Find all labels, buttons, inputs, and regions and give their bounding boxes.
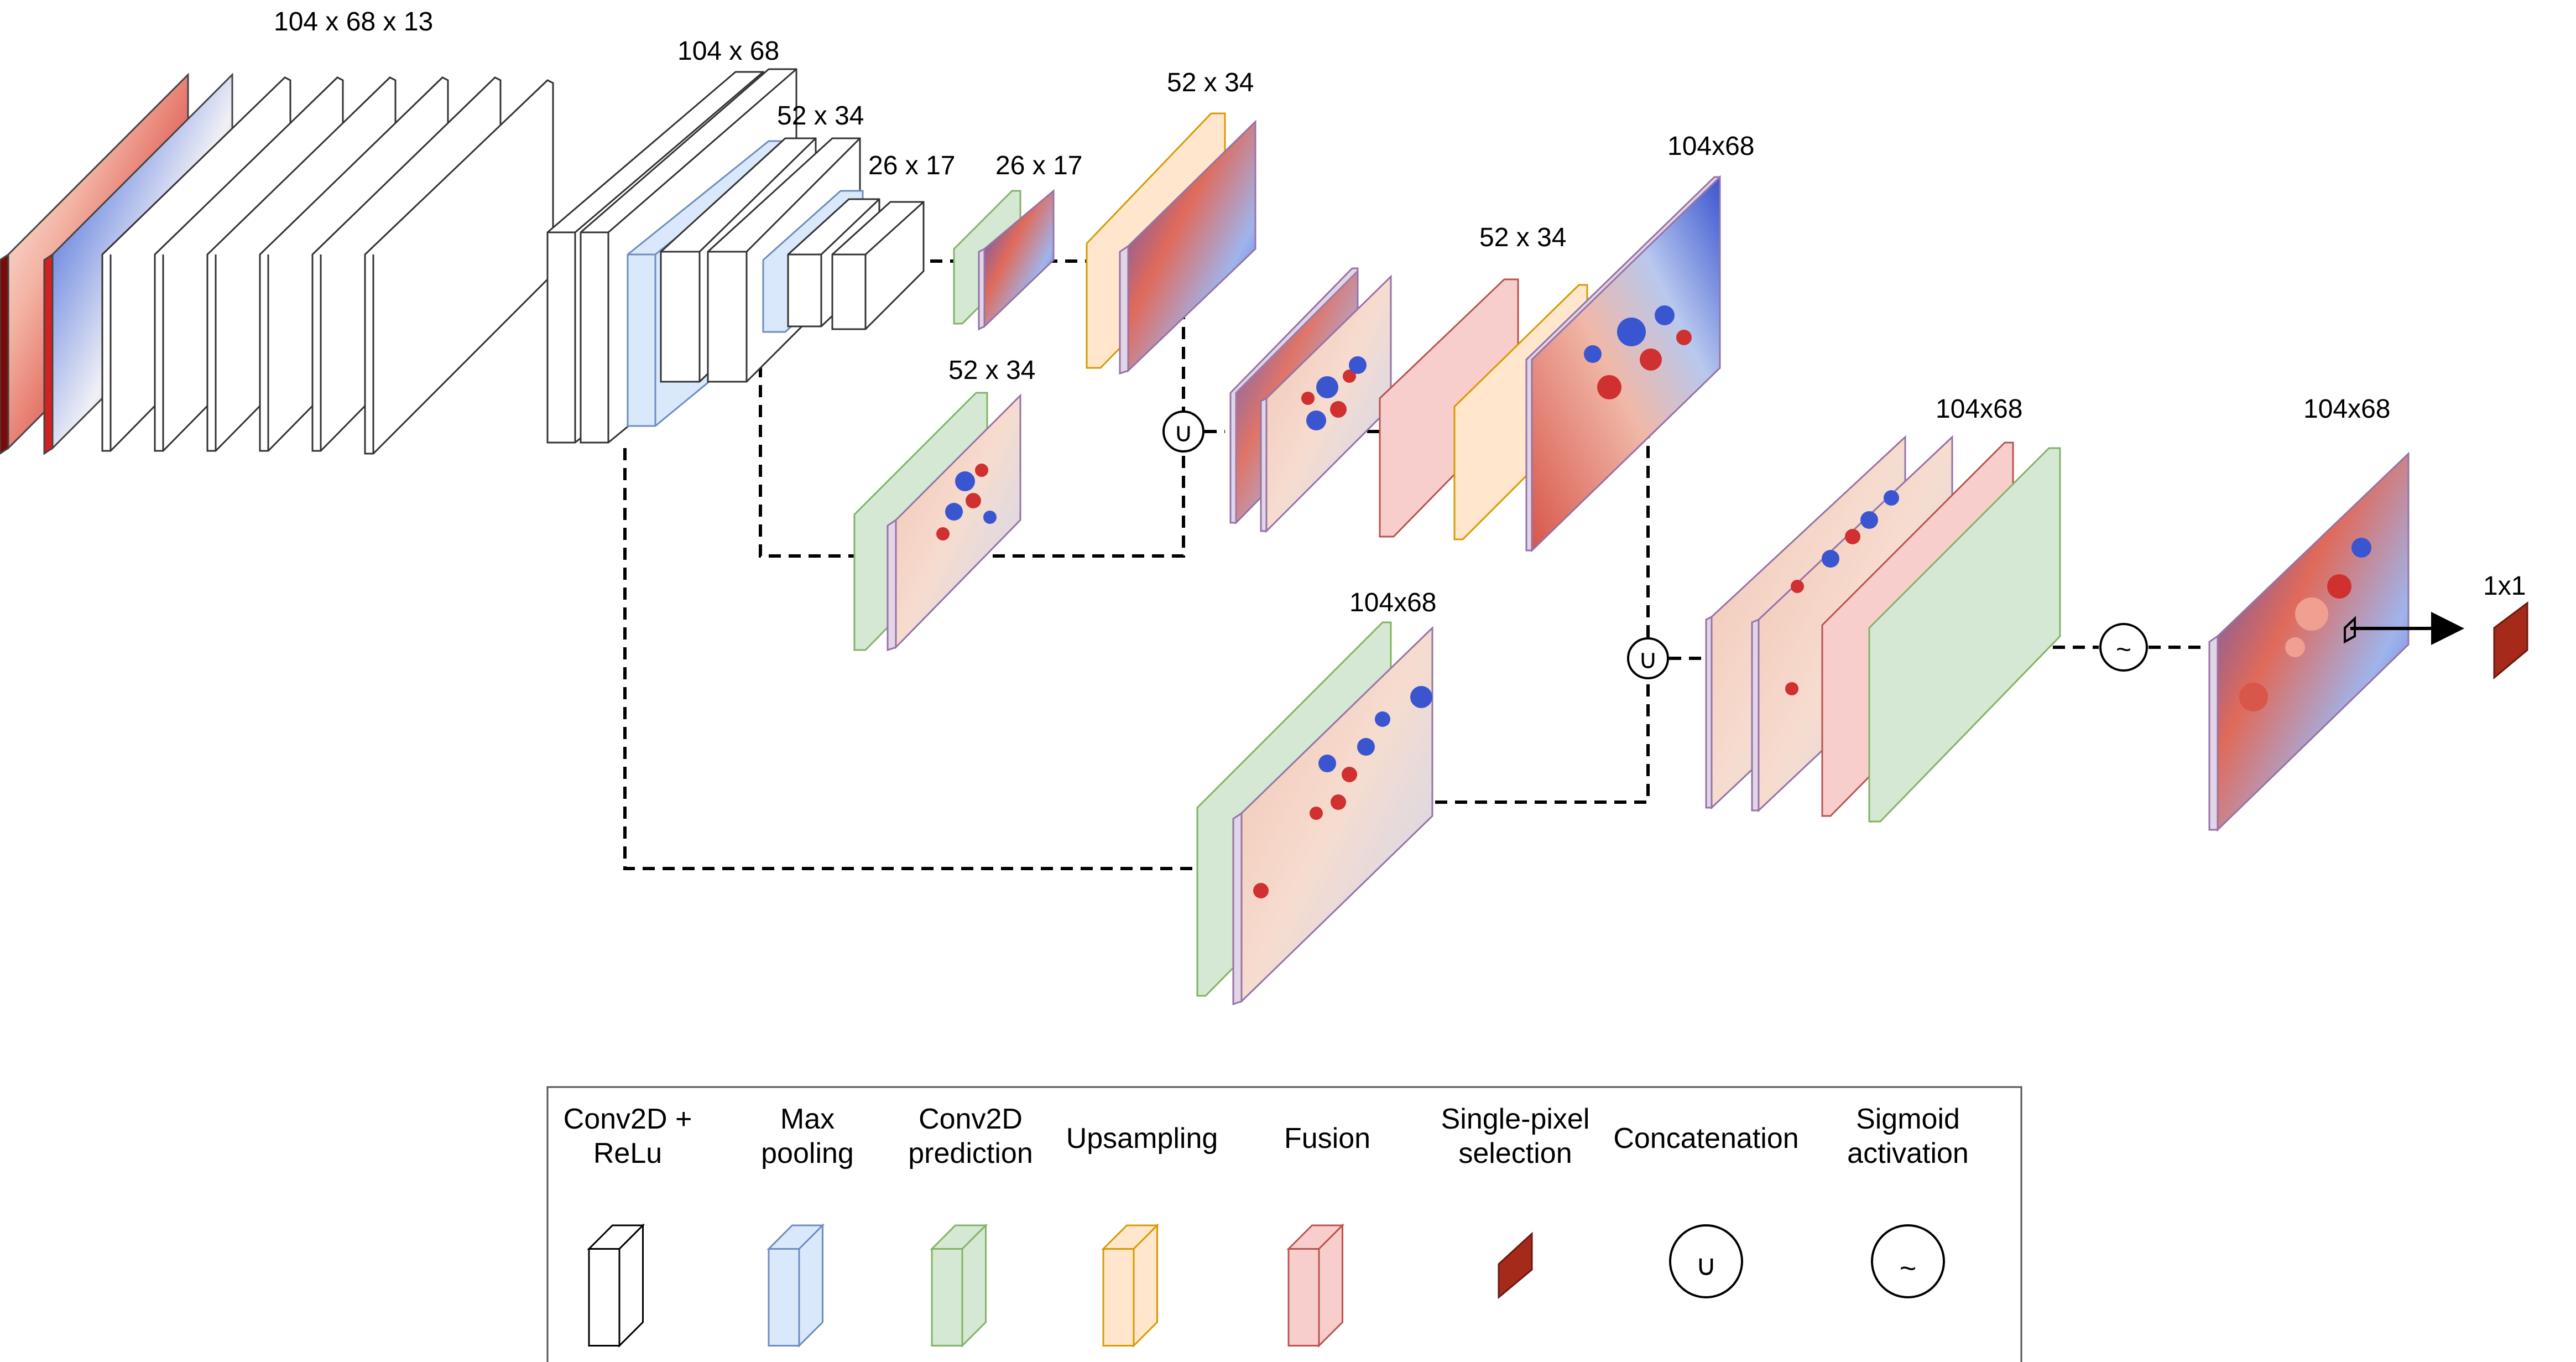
label-enc2: 52 x 34 [777,101,864,131]
up2-blobs [1584,305,1692,399]
legend-pixel-swatch [1498,1231,1533,1299]
legend-pool-label-line-1: pooling [761,1137,854,1169]
enc3-conv-b [831,201,925,330]
connections [473,259,2207,870]
label-pred3: 104x68 [1349,588,1436,617]
legend-conv-label-line-0: Conv2D + [564,1103,692,1135]
label-output: 104x68 [2303,394,2390,424]
legend-pixel-label-line-1: selection [1458,1137,1572,1169]
label-fuse1: 52 x 34 [1479,223,1566,252]
legend-sigmoid-label-line-1: activation [1847,1137,1969,1169]
output-blobs [2239,538,2371,711]
legend-up-swatch [1101,1223,1160,1348]
conn-pred2-concat1 [993,451,1185,558]
legend-up-label-line-0: Upsampling [1066,1122,1218,1155]
legend-item-conv: Conv2D +ReLu [564,1103,692,1348]
legend-sigmoid-label-line-0: Sigmoid [1856,1103,1960,1135]
legend-pixel-label-line-0: Single-pixel [1441,1103,1590,1135]
concat-node-2-symbol: ∪ [1638,645,1657,674]
concat-node-2: ∪ [1627,637,1669,679]
legend-item-fusion: Fusion [1284,1122,1370,1348]
conn-skip-104 [623,448,1197,870]
label-fuse2: 104x68 [1936,394,2022,424]
svg-text:∪: ∪ [1696,1250,1717,1282]
concat-node-1-symbol: ∪ [1174,418,1193,448]
label-pred1: 26 x 17 [995,151,1082,180]
conn-pred3-concat2 [1435,678,1650,804]
legend-pred-label-line-0: Conv2D [919,1103,1023,1135]
legend-concat-label-line-0: Concatenation [1613,1122,1798,1155]
pred1-block [953,189,1055,331]
pred2-blobs [936,464,997,540]
pred2-block [853,392,1021,652]
dimension-labels: 104 x 68 x 13 104 x 68 52 x 34 26 x 17 2… [274,7,2526,617]
single-pixel-output [2493,601,2528,680]
legend-fusion-swatch [1286,1223,1345,1348]
label-up2: 104x68 [1667,132,1754,161]
legend-pred-label-line-1: prediction [908,1137,1033,1169]
label-pred2: 52 x 34 [948,356,1035,385]
fuse2-blobs [1785,490,1899,695]
sigmoid-node-symbol: ~ [2116,635,2131,664]
label-enc3: 26 x 17 [868,151,955,180]
legend-concat-swatch: ∪ [1669,1224,1743,1298]
label-pixel: 1x1 [2483,571,2526,601]
input-stack [0,72,554,455]
up2-block [1525,175,1721,553]
legend-item-up: Upsampling [1066,1122,1218,1348]
conn-skip-52 [759,365,888,558]
legend-conv-label-line-1: ReLu [593,1137,662,1169]
encoder-blocks [546,68,925,444]
legend-sigmoid-swatch: ~ [1871,1224,1945,1298]
label-enc1: 104 x 68 [677,37,779,66]
fuse1-blobs [1301,356,1367,430]
legend-conv-swatch [587,1223,645,1348]
up1-block [1086,112,1256,375]
fuse2-block [1705,435,2061,823]
legend-item-concat: Concatenation ∪ [1613,1122,1799,1298]
sigmoid-node: ~ [2099,623,2148,672]
legend-pred-swatch [930,1223,988,1348]
pred3-block [1196,621,1433,1006]
legend-pool-swatch [766,1223,825,1348]
label-input: 104 x 68 x 13 [274,7,433,37]
svg-text:~: ~ [1900,1252,1916,1285]
legend-pool-label-line-0: Max [780,1103,835,1135]
concat-node-1: ∪ [1162,410,1204,453]
output-block [2208,451,2410,832]
legend-fusion-label-line-0: Fusion [1284,1122,1370,1155]
selected-pixel-marker [2344,616,2356,644]
pred3-blobs [1253,686,1432,898]
label-up1: 52 x 34 [1167,68,1254,97]
